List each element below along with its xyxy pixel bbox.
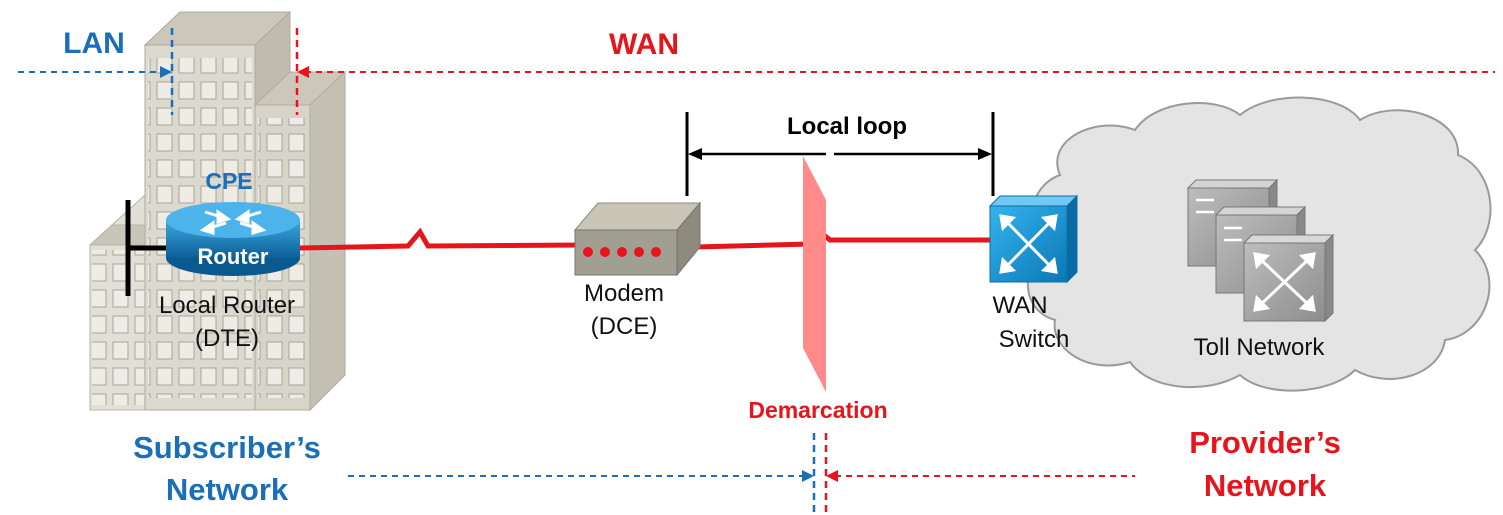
wan-boundary: WAN <box>295 28 1495 115</box>
toll-switch-icon <box>1186 178 1335 323</box>
modem-label: Modem <box>584 280 664 307</box>
demarcation-label: Demarcation <box>748 397 887 423</box>
serial-link-router-modem <box>299 227 586 251</box>
local-loop-span: Local loop <box>685 112 995 196</box>
wan-label: WAN <box>609 28 679 61</box>
subscriber-network-line2: Network <box>166 472 289 507</box>
subscriber-network-line1: Subscriber’s <box>133 430 321 465</box>
lan-boundary: LAN <box>18 27 174 115</box>
wan-switch-label-line2: Switch <box>999 326 1070 353</box>
router-icon-text: Router <box>198 244 269 269</box>
demarcation-plane <box>803 156 826 392</box>
lan-label: LAN <box>63 27 125 60</box>
subscriber-boundary <box>348 433 816 512</box>
local-loop-label: Local loop <box>787 113 907 140</box>
wan-switch-label-line1: WAN <box>992 292 1047 319</box>
dte-label: (DTE) <box>195 325 259 352</box>
toll-network-label: Toll Network <box>1194 334 1326 361</box>
dce-label: (DCE) <box>591 313 658 340</box>
serial-link-modem-switch <box>694 228 990 250</box>
cpe-label: CPE <box>205 168 252 194</box>
router-icon: Router <box>166 202 300 276</box>
provider-boundary <box>824 433 1135 512</box>
provider-network-line2: Network <box>1204 468 1327 503</box>
modem-icon <box>573 201 702 277</box>
wan-switch-icon <box>988 194 1079 284</box>
provider-network-line1: Provider’s <box>1189 425 1341 460</box>
local-router-label: Local Router <box>159 292 295 319</box>
